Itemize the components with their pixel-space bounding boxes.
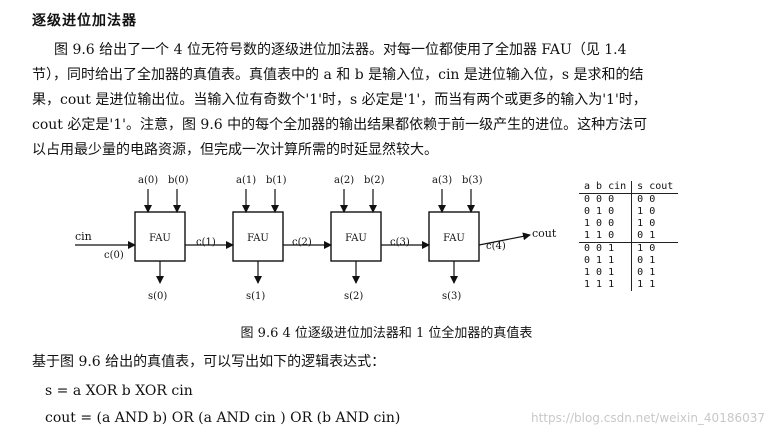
cin-input-label: cin [75,230,92,243]
input-label-a1: a(1) [236,175,256,186]
row-outputs: 1 0 [631,242,679,255]
table-row: 1 0 1 0 1 [579,267,679,279]
row-inputs: 0 1 0 [584,206,615,217]
input-label-b1: b(1) [266,175,287,186]
row-inputs: 0 0 1 [584,243,615,254]
row-inputs: 0 1 1 [584,255,615,266]
table-row: 0 1 0 1 0 [579,206,679,218]
section-heading: 逐级进位加法器 [32,13,137,29]
row-outputs: 0 1 [631,230,679,243]
row-outputs: 1 1 [631,279,679,291]
input-label-b2: b(2) [364,175,385,186]
watermark-url: https://blog.csdn.net/weixin_40186037 [530,411,765,425]
row-inputs: 1 1 1 [584,279,615,290]
table-row: 1 1 0 0 1 [579,230,679,243]
input-label-b0: b(0) [168,175,189,186]
row-outputs: 1 0 [631,218,679,230]
row-outputs: 1 0 [631,206,679,218]
row-inputs: 0 0 0 [584,194,615,205]
sum-label-s3: s(3) [442,291,461,302]
table-row: 0 1 1 0 1 [579,255,679,267]
paragraph-line: 果，cout 是进位输出位。当输入位有奇数个'1'时，s 必定是'1'，而当有两… [32,92,647,108]
fau-stage-2: FAU a(2) b(2) s(2) [330,175,385,302]
table-row: 0 0 1 1 0 [579,242,679,255]
fau-label: FAU [345,233,367,244]
fau-label: FAU [247,233,269,244]
carry-formula: cout = (a AND b) OR (a AND cin ) OR (b A… [45,410,401,426]
row-outputs: 0 1 [631,267,679,279]
formula-intro-text: 基于图 9.6 给出的真值表，可以写出如下的逻辑表达式： [32,354,386,370]
row-inputs: 1 1 0 [579,230,632,243]
carry-label-c3: c(3) [390,237,410,248]
header-outputs: s cout [631,181,679,194]
table-row: 1 1 1 1 1 [579,279,679,291]
sum-formula: s = a XOR b XOR cin [45,383,193,399]
fau-label: FAU [149,233,171,244]
input-label-a3: a(3) [432,175,452,186]
carry-label-c1: c(1) [196,237,216,248]
input-label-a0: a(0) [138,175,158,186]
fau-label: FAU [443,233,465,244]
table-row: 1 0 0 1 0 [579,218,679,230]
paragraph-line: cout 必定是'1'。注意，图 9.6 中的每个全加器的输出结果都依赖于前一级… [32,117,648,133]
paragraph-line: 节），同时给出了全加器的真值表。真值表中的 a 和 b 是输入位，cin 是进位… [32,67,644,83]
row-inputs: 1 0 0 [584,218,615,229]
sum-label-s2: s(2) [344,291,363,302]
header-inputs: a b cin [579,181,632,194]
carry-label-c2: c(2) [292,237,312,248]
row-outputs: 0 1 [631,255,679,267]
full-adder-truth-table: a b cin s cout 0 0 0 0 0 0 1 0 1 0 1 0 0… [579,181,679,291]
cout-arrow [478,232,531,246]
cout-output-label: cout [532,227,557,240]
sum-label-s1: s(1) [246,291,265,302]
figure-caption: 图 9.6 4 位逐级进位加法器和 1 位全加器的真值表 [240,326,533,341]
carry-label-c0: c(0) [104,250,124,261]
fau-stage-1: FAU a(1) b(1) s(1) [232,175,287,302]
body-paragraph: 图 9.6 给出了一个 4 位无符号数的逐级进位加法器。对每一位都使用了全加器 … [32,38,762,163]
row-inputs: 1 0 1 [584,267,615,278]
input-label-b3: b(3) [462,175,483,186]
fau-stage-0: FAU a(0) b(0) s(0) [134,175,189,302]
ripple-carry-adder-diagram: cin c(0) FAU a(0) b(0) s(0) c(1) FAU a(1… [75,175,557,302]
table-row: 0 0 0 0 0 [579,193,679,206]
fau-stage-3: FAU a(3) b(3) s(3) [428,175,483,302]
carry-label-c4: c(4) [486,241,506,252]
row-outputs: 0 0 [631,193,679,206]
paragraph-line: 图 9.6 给出了一个 4 位无符号数的逐级进位加法器。对每一位都使用了全加器 … [54,42,627,58]
paragraph-line: 以占用最少量的电路资源，但完成一次计算所需的时延显然较大。 [32,142,438,158]
sum-label-s0: s(0) [148,291,167,302]
truth-table-header: a b cin s cout [579,181,679,194]
input-label-a2: a(2) [334,175,354,186]
